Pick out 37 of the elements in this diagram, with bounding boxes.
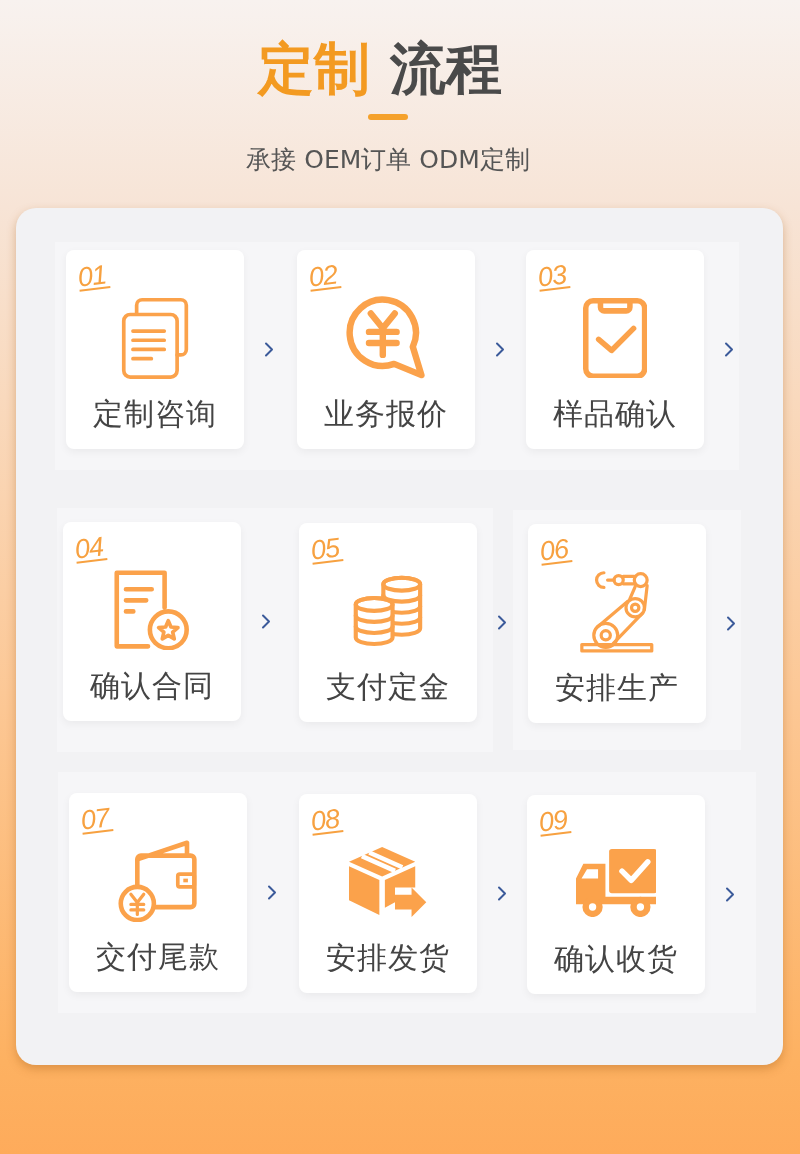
chevron-arrow bbox=[498, 886, 506, 901]
step-number: 05 bbox=[309, 535, 344, 565]
step-label: 支付定金 bbox=[326, 669, 450, 705]
step-number: 03 bbox=[536, 262, 571, 292]
chevron-arrow bbox=[262, 614, 270, 629]
step-card bbox=[299, 794, 477, 993]
step-card bbox=[527, 795, 705, 994]
title-heading: 定制 流程 bbox=[256, 35, 503, 103]
step-card bbox=[526, 250, 704, 449]
step-card bbox=[297, 250, 475, 449]
step-label: 安排发货 bbox=[326, 940, 450, 976]
step-number: 07 bbox=[79, 805, 114, 835]
step-number: 02 bbox=[307, 262, 342, 292]
chevron-arrow bbox=[726, 887, 734, 902]
step-label: 样品确认 bbox=[553, 396, 677, 432]
step-label: 定制咨询 bbox=[93, 396, 217, 432]
step-number: 06 bbox=[538, 536, 573, 566]
chevron-arrow bbox=[496, 342, 504, 357]
step-label: 业务报价 bbox=[324, 396, 448, 432]
chevron-arrow bbox=[498, 615, 506, 630]
step-label: 安排生产 bbox=[555, 670, 679, 706]
chevron-arrow bbox=[268, 885, 276, 900]
step-label: 确认收货 bbox=[554, 941, 678, 977]
step-number: 08 bbox=[309, 806, 344, 836]
step-card bbox=[528, 524, 706, 723]
chevron-arrow bbox=[727, 616, 735, 631]
step-card bbox=[63, 522, 241, 721]
step-card bbox=[66, 250, 244, 449]
step-label: 确认合同 bbox=[90, 668, 214, 704]
step-number: 09 bbox=[537, 807, 572, 837]
subtitle: 承接 OEM订单 ODM定制 bbox=[246, 144, 530, 176]
step-number: 04 bbox=[73, 534, 108, 564]
step-card bbox=[299, 523, 477, 722]
chevron-arrow bbox=[725, 342, 733, 357]
step-label: 交付尾款 bbox=[96, 939, 220, 975]
step-number: 01 bbox=[76, 262, 111, 292]
step-card bbox=[69, 793, 247, 992]
